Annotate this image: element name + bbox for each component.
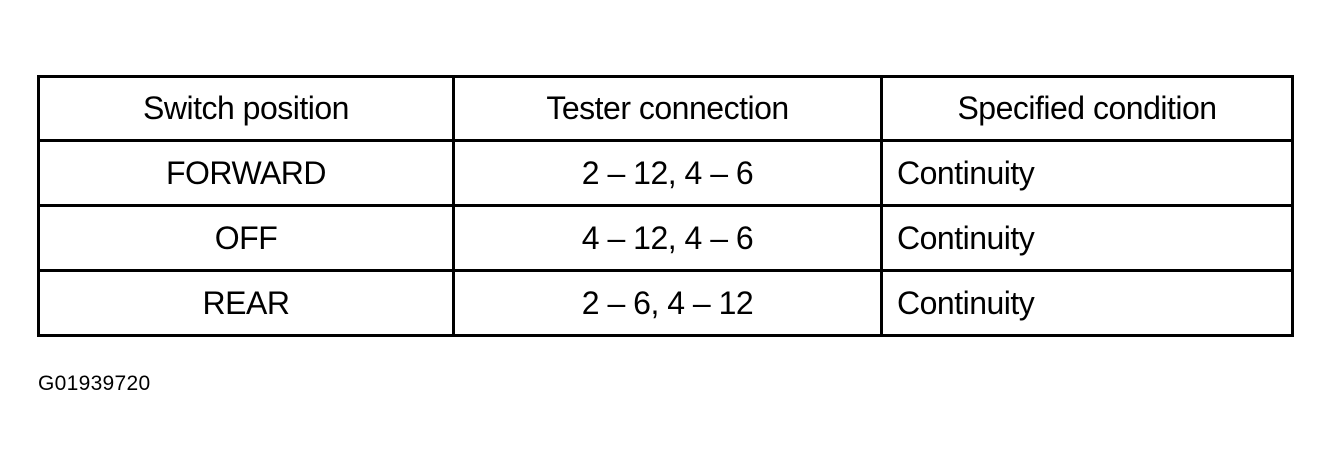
table-row-forward: FORWARD 2 – 12, 4 – 6 Continuity	[37, 139, 1294, 207]
table-row-rear: REAR 2 – 6, 4 – 12 Continuity	[37, 269, 1294, 337]
header-switch-position: Switch position	[37, 75, 455, 142]
cell-switch-position: FORWARD	[37, 139, 455, 207]
cell-tester-connection: 2 – 6, 4 – 12	[452, 269, 883, 337]
cell-switch-position: REAR	[37, 269, 455, 337]
cell-tester-connection: 4 – 12, 4 – 6	[452, 204, 883, 272]
table-header: Switch position Tester connection Specif…	[37, 75, 1294, 142]
cell-switch-position: OFF	[37, 204, 455, 272]
table-body: FORWARD 2 – 12, 4 – 6 Continuity OFF 4 –…	[37, 139, 1294, 337]
header-row: Switch position Tester connection Specif…	[37, 75, 1294, 142]
cell-tester-connection: 2 – 12, 4 – 6	[452, 139, 883, 207]
switch-inspection-table: Switch position Tester connection Specif…	[37, 75, 1294, 337]
table-row-off: OFF 4 – 12, 4 – 6 Continuity	[37, 204, 1294, 272]
figure-id: G01939720	[38, 372, 151, 395]
cell-specified-condition: Continuity	[880, 139, 1294, 207]
cell-specified-condition: Continuity	[880, 204, 1294, 272]
header-specified-condition: Specified condition	[880, 75, 1294, 142]
header-tester-connection: Tester connection	[452, 75, 883, 142]
cell-specified-condition: Continuity	[880, 269, 1294, 337]
